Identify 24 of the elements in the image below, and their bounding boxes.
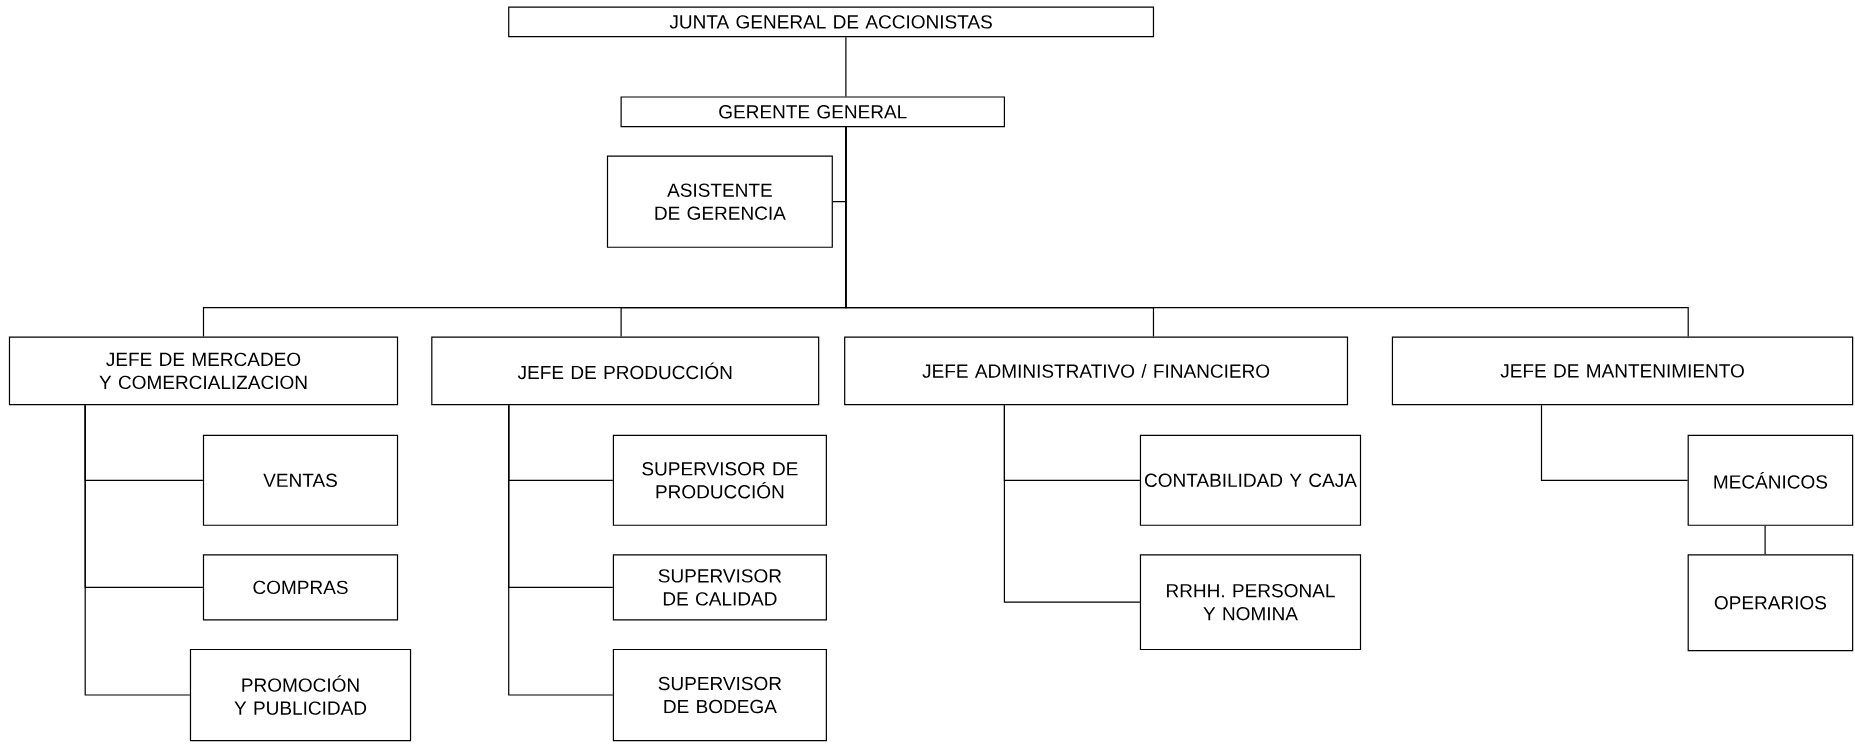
org-box: VENTAS [202,434,399,526]
connector-line [1003,404,1141,603]
org-box: JEFE DE MERCADEO Y COMERCIALIZACION [8,336,399,406]
connector-line [508,404,614,696]
connector-line [845,36,847,97]
org-box: CONTABILIDAD Y CAJA [1139,434,1362,526]
org-box: SUPERVISOR DE CALIDAD [612,554,827,621]
connector-line [845,126,1689,338]
org-box: OPERARIOS [1687,554,1854,652]
org-box: SUPERVISOR DE PRODUCCIÓN [612,434,827,526]
org-box: PROMOCIÓN Y PUBLICIDAD [189,648,412,742]
org-box: COMPRAS [202,554,399,621]
connector-line [1764,525,1766,555]
org-box: RRHH. PERSONAL Y NOMINA [1139,554,1362,651]
org-box: JUNTA GENERAL DE ACCIONISTAS [508,6,1155,38]
org-box: MECÁNICOS [1687,434,1854,526]
org-box: JEFE DE PRODUCCIÓN [431,336,820,406]
org-box: SUPERVISOR DE BODEGA [612,648,827,742]
connector-line [1540,404,1689,481]
org-box: GERENTE GENERAL [620,96,1005,128]
connector-line [84,404,191,696]
org-box: JEFE ADMINISTRATIVO / FINANCIERO [844,336,1349,406]
org-box: ASISTENTE DE GERENCIA [606,155,833,248]
org-box: JEFE DE MANTENIMIENTO [1391,336,1854,406]
